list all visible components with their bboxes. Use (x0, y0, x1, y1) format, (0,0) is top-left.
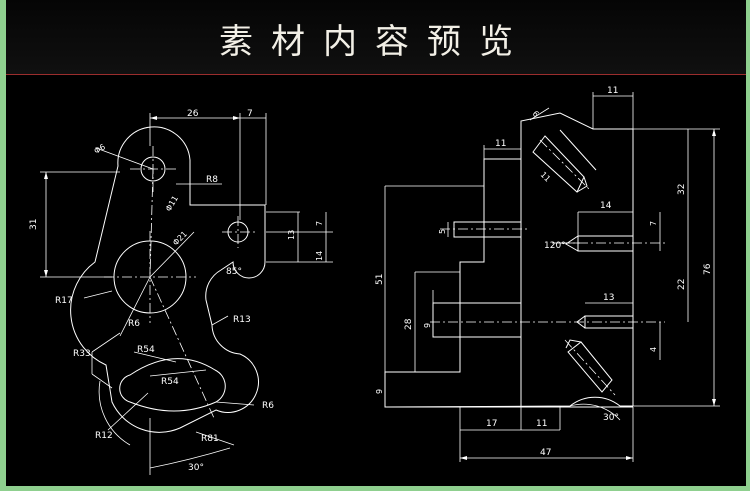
dim-r54a: R54 (137, 345, 155, 355)
section-outline (384, 112, 634, 408)
right-arrowheads (460, 129, 716, 460)
dim-phi6: Φ6 (93, 142, 107, 155)
dim-r54b: R54 (161, 377, 179, 387)
dim-22: 22 (677, 279, 687, 290)
dim-13: 13 (287, 230, 296, 240)
dim-r6a: R6 (128, 319, 140, 329)
angled-boss-lower (565, 339, 613, 393)
dim-11a: 11 (495, 139, 506, 149)
frame-right (746, 0, 750, 491)
dim-47: 47 (540, 448, 551, 458)
angled-boss-upper (532, 129, 597, 193)
dim-lines (40, 113, 333, 475)
dim-13: 13 (603, 293, 614, 303)
dim-14: 14 (600, 201, 612, 211)
arrowheads (44, 116, 240, 277)
dim-51: 51 (375, 274, 385, 285)
dim-17: 17 (486, 419, 497, 429)
dim-30deg: 30° (188, 463, 204, 473)
left-dimension-text: 26 7 31 Φ6 R8 Φ11 Φ21 13 7 14 85° R17 R1… (29, 109, 324, 473)
dim-85deg: 85° (226, 267, 242, 277)
page-title: 素材内容预览 (219, 22, 531, 62)
dim-r6b: R6 (262, 401, 274, 411)
right-dim-lines (384, 92, 720, 462)
part-outline (70, 126, 266, 433)
dim-r8: R8 (206, 175, 218, 185)
drill-middle (453, 221, 634, 252)
centerlines (104, 146, 256, 419)
frame-left (0, 0, 6, 491)
dim-11b: 11 (539, 170, 553, 184)
dim-phi21: Φ21 (171, 229, 189, 247)
dim-7: 7 (649, 221, 658, 226)
holes-lower (432, 302, 634, 338)
dim-30deg-right: 30° (603, 413, 619, 423)
dim-r81: R81 (201, 434, 219, 444)
title-bar: 素材内容预览 (0, 0, 750, 75)
dim-7b: 7 (315, 221, 324, 226)
frame-bottom (0, 486, 750, 491)
dim-32: 32 (677, 184, 687, 195)
dim-11c: 11 (536, 419, 547, 429)
dim-26: 26 (187, 109, 199, 119)
dim-120deg: 120° (544, 241, 566, 251)
dim-r13: R13 (233, 315, 251, 325)
dim-r12: R12 (95, 431, 113, 441)
dim-9b: 9 (375, 389, 384, 394)
dim-4: 4 (649, 347, 658, 352)
dim-76: 76 (703, 263, 713, 275)
right-view: 11 6 11 11 32 14 7 5 120° 51 76 22 13 28… (375, 86, 720, 462)
hole-top (140, 156, 166, 182)
dim-14: 14 (315, 251, 324, 261)
dim-31: 31 (29, 219, 39, 230)
dim-11-top: 11 (607, 86, 618, 96)
dim-7: 7 (247, 109, 253, 119)
dim-r33: R33 (73, 349, 91, 359)
dim-6: 6 (531, 109, 541, 119)
right-dimension-text: 11 6 11 11 32 14 7 5 120° 51 76 22 13 28… (375, 86, 713, 458)
left-view: 26 7 31 Φ6 R8 Φ11 Φ21 13 7 14 85° R17 R1… (29, 109, 333, 475)
dim-r17: R17 (55, 296, 73, 306)
dim-phi11: Φ11 (164, 194, 180, 213)
dim-5: 5 (438, 229, 447, 234)
dim-9: 9 (423, 323, 432, 328)
dim-28: 28 (404, 318, 414, 330)
right-centerlines (430, 139, 665, 396)
